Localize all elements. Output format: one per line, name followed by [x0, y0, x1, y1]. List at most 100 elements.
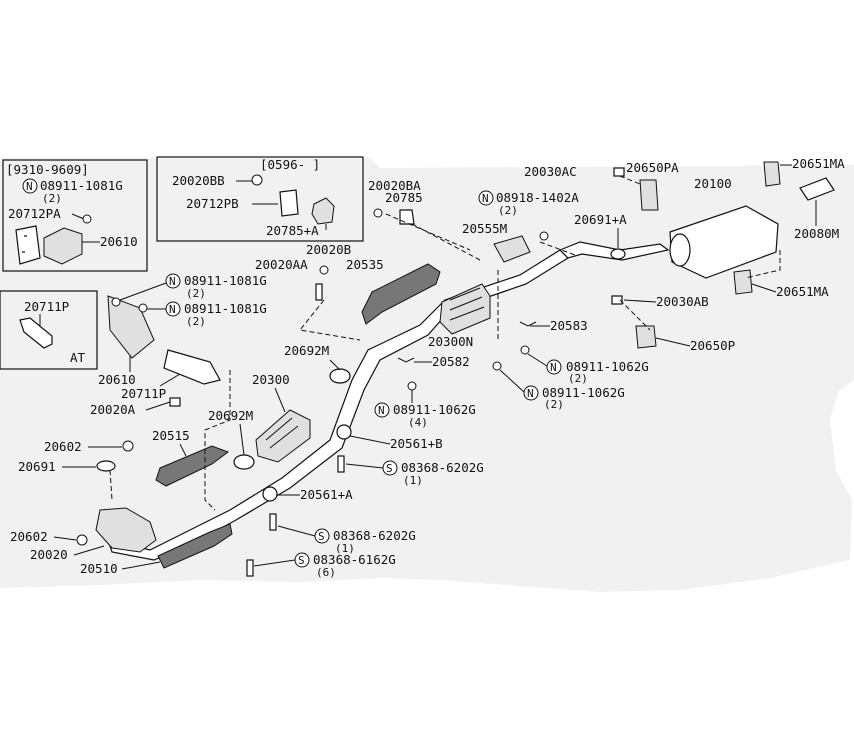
label-1062-c-qty: (4)	[408, 416, 428, 429]
label-20100: 20100	[694, 176, 732, 191]
inset-b-nut-icon	[251, 174, 263, 186]
label-08918-qty: (2)	[498, 204, 518, 217]
label-20030AB: 20030AB	[656, 294, 709, 309]
inset-b-bracket-icon	[279, 189, 299, 217]
label-20602-b: 20602	[10, 529, 48, 544]
inset-c-bracket-icon	[19, 317, 53, 349]
exhaust-pipe-assembly	[95, 161, 835, 569]
label-20651MA-bottom: 20651MA	[776, 284, 829, 299]
label-6202-b: 08368-6202G	[333, 528, 416, 543]
label-20300: 20300	[252, 372, 290, 387]
upper-heat-shield-icon	[361, 263, 441, 325]
inset-9310-9609: [9310-9609] N 08911-1081G (2) 20712PA 20…	[2, 159, 148, 272]
lower-heat-shield-20510-icon	[157, 523, 233, 569]
inset-b-p1-label: 20020BB	[172, 173, 225, 188]
label-20510: 20510	[80, 561, 118, 576]
label-20650PA: 20650PA	[626, 160, 679, 175]
inset-b-frame	[156, 156, 364, 242]
nut-symbol-letter: N	[169, 275, 176, 288]
inset-a-nut-label: 08911-1081G	[40, 178, 123, 193]
inset-b-period-label: [0596- ]	[260, 157, 320, 172]
bolt-6202-a-icon	[337, 455, 345, 473]
inset-c-note: AT	[70, 350, 86, 365]
front-exhaust-pipe-icon	[95, 507, 157, 553]
nut-08918-icon	[539, 231, 549, 241]
hanger-20650PA-icon	[639, 179, 659, 211]
label-1062-b-qty: (2)	[544, 398, 564, 411]
nut-symbol-letter: N	[550, 361, 557, 374]
label-6202-a: 08368-6202G	[401, 460, 484, 475]
label-6202-a-qty: (1)	[403, 474, 423, 487]
nut-1062-c-icon	[407, 381, 417, 391]
nut-symbol-1062-a	[546, 359, 562, 375]
label-1062-b: 08911-1062G	[542, 385, 625, 400]
bolt-6162-icon	[246, 559, 254, 577]
label-20711P: 20711P	[121, 386, 166, 401]
inset-a-nut-icon	[82, 214, 92, 224]
label-20555M: 20555M	[462, 221, 507, 236]
screw-symbol-letter: S	[318, 530, 325, 543]
inset-0596: [0596- ] 20020BB 20712PB 20785+A	[156, 156, 364, 242]
front-catalyst-icon	[255, 409, 311, 463]
inset-b-rubber-mount-icon	[311, 197, 335, 225]
bolt-20030AC-icon	[613, 167, 625, 177]
inset-a-bracket-icon	[15, 225, 41, 265]
sensor-20691A-icon	[610, 248, 626, 260]
muffler-end-icon	[669, 233, 691, 267]
muffler-icon	[669, 205, 779, 279]
hardware-icons	[76, 167, 625, 577]
nut-08911-1-icon	[111, 297, 121, 307]
reference-lines	[109, 175, 781, 511]
label-20692M-a: 20692M	[284, 343, 329, 358]
nut-symbol-letter: N	[482, 192, 489, 205]
label-08918: 08918-1402A	[496, 190, 579, 205]
nut-symbol-letter: N	[527, 387, 534, 400]
tail-pipe-icon	[799, 177, 835, 201]
inset-c-frame	[0, 290, 98, 370]
nut-symbol-1062-c	[374, 402, 390, 418]
label-1062-a: 08911-1062G	[566, 359, 649, 374]
label-08911-1: 08911-1081G	[184, 273, 267, 288]
label-20030AC: 20030AC	[524, 164, 577, 179]
label-20020AA: 20020AA	[255, 257, 308, 272]
nut-08911-2-icon	[138, 303, 148, 313]
label-1062-c: 08911-1062G	[393, 402, 476, 417]
nut-symbol-letter: N	[169, 303, 176, 316]
inset-a-frame	[2, 159, 148, 272]
inset-a-nut-qty: (2)	[42, 192, 62, 205]
inset-a-part2-label: 20610	[100, 234, 138, 249]
label-20582: 20582	[432, 354, 470, 369]
gasket-20692M-lower-icon	[233, 454, 255, 470]
label-20651MA-top: 20651MA	[792, 156, 845, 171]
label-08911-2-qty: (2)	[186, 315, 206, 328]
nut-20020BA-icon	[373, 208, 383, 218]
inset-at: 20711P AT	[0, 290, 98, 370]
label-1062-a-qty: (2)	[568, 372, 588, 385]
label-20020BA: 20020BA	[368, 178, 421, 193]
nut-20602-b-icon	[76, 534, 88, 546]
callout-labels: 20020BA 20785 20020B 20020AA 20535 20555…	[10, 156, 845, 579]
label-6162: 08368-6162G	[313, 552, 396, 567]
label-20785: 20785	[385, 190, 423, 205]
label-20020A: 20020A	[90, 402, 136, 417]
label-20535: 20535	[346, 257, 384, 272]
label-20561A: 20561+A	[300, 487, 353, 502]
nut-symbol-letter: N	[26, 180, 33, 193]
bracket-20610-icon	[107, 295, 155, 359]
clamp-20561B-icon	[336, 424, 352, 440]
label-20610: 20610	[98, 372, 136, 387]
label-08911-1-qty: (2)	[186, 287, 206, 300]
screw-symbol-letter: S	[298, 554, 305, 567]
hanger-20651MA-top-icon	[763, 161, 781, 187]
nut-symbol-letter: N	[378, 404, 385, 417]
bolt-6202-b-icon	[269, 513, 277, 531]
hook-20583-icon	[519, 321, 537, 327]
label-20300N: 20300N	[428, 334, 473, 349]
label-20691: 20691	[18, 459, 56, 474]
label-20561B: 20561+B	[390, 436, 443, 451]
label-6202-b-qty: (1)	[335, 542, 355, 555]
label-20515: 20515	[152, 428, 190, 443]
nut-1062-b-icon	[492, 361, 502, 371]
nut-20602-a-icon	[122, 440, 134, 452]
